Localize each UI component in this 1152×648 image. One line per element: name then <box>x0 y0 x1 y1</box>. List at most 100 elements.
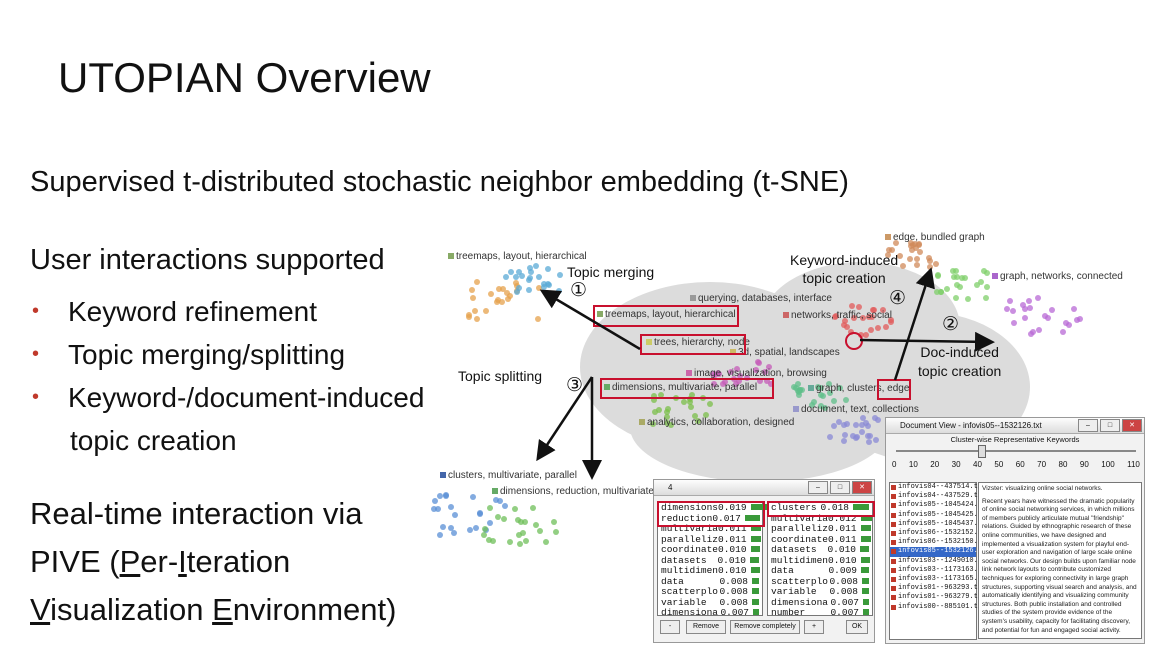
document-list-item[interactable]: infovis05--1045425.txt <box>890 511 990 520</box>
topic-label[interactable]: graph, networks, connected <box>992 271 1123 282</box>
minimize-button[interactable]: – <box>808 481 828 494</box>
document-list-item[interactable]: infovis00--885101.txt <box>890 603 986 612</box>
slide-title: UTOPIAN Overview <box>58 54 431 101</box>
topic-label[interactable]: treemaps, layout, hierarchical <box>448 251 587 262</box>
plus-button[interactable]: + <box>804 620 824 634</box>
realtime-line-3: Visualization Environment) <box>30 586 396 634</box>
topic-label[interactable]: treemaps, layout, hierarchical <box>597 309 736 320</box>
keyword-slider-handle[interactable] <box>978 445 986 458</box>
document-list-item[interactable]: infovis06--1532150.txt <box>890 538 990 547</box>
close-button[interactable]: ✕ <box>1122 419 1142 432</box>
embedding-point <box>913 262 920 269</box>
embedding-point <box>518 518 525 525</box>
topic-label[interactable]: clusters, multivariate, parallel <box>440 470 577 481</box>
embedding-point <box>866 433 873 440</box>
embedding-point <box>954 282 961 289</box>
weight-bar <box>752 588 759 594</box>
minus-button[interactable]: - <box>660 620 680 634</box>
keyword-word: scatterplo <box>661 586 719 597</box>
keyword-weight: 0.011 <box>828 523 857 534</box>
embedding-point <box>430 506 437 513</box>
window-titlebar: 4 – □ ✕ <box>654 480 874 496</box>
topic-label[interactable]: dimensions, multivariate, parallel <box>604 382 757 393</box>
embedding-point <box>532 521 539 528</box>
document-list-item[interactable]: infovis05--1045437.txt <box>890 520 990 529</box>
embedding-point <box>552 529 559 536</box>
document-list-item[interactable]: infovis03--1173163.txt <box>890 566 990 575</box>
keyword-weight: 0.007 <box>830 596 859 608</box>
embedding-point <box>1004 306 1011 313</box>
topic-label[interactable]: document, text, collections <box>793 404 919 415</box>
ok-button[interactable]: OK <box>846 620 868 634</box>
document-list-item[interactable]: infovis04--437514.txt <box>890 483 986 492</box>
arrow-split-left <box>536 376 594 462</box>
document-list-item[interactable]: infovis01--963279.txt <box>890 593 986 602</box>
document-list-item[interactable]: infovis06--1532152.txt <box>890 529 990 538</box>
topic-label[interactable]: trees, hierarchy, node <box>646 337 750 348</box>
remove-button[interactable]: Remove <box>686 620 726 634</box>
slider-tick: 110 <box>1127 460 1140 469</box>
topic-label[interactable]: edge, bundled graph <box>885 232 985 243</box>
close-button[interactable]: ✕ <box>852 481 872 494</box>
document-text: Vizster: visualizing online social netwo… <box>978 482 1142 639</box>
remove-completely-button[interactable]: Remove completely <box>730 620 800 634</box>
embedding-point <box>925 254 932 261</box>
document-list-item[interactable]: infovis05--1045424.txt <box>890 501 990 510</box>
text-span: er- <box>140 544 179 579</box>
document-list-item[interactable]: infovis03--1249010.txt <box>890 557 990 566</box>
slider-tick: 20 <box>930 460 940 469</box>
topic-label[interactable]: networks, traffic, social <box>783 310 892 321</box>
topic-label[interactable]: image, visualization, browsing <box>686 368 827 379</box>
embedding-point <box>527 264 534 271</box>
embedding-point <box>448 503 455 510</box>
realtime-note: Real-time interaction via PIVE (Per-Iter… <box>30 490 396 634</box>
arrow-merge <box>539 289 641 351</box>
topic-label[interactable]: graph, clusters, edge <box>808 383 909 394</box>
document-title: Vizster: visualizing online social netwo… <box>982 485 1103 492</box>
minimize-button[interactable]: – <box>1078 419 1098 432</box>
embedding-point <box>472 525 479 532</box>
topic-label[interactable]: dimensions, reduction, multivariate <box>492 486 654 497</box>
maximize-button[interactable]: □ <box>830 481 850 494</box>
slider-tick: 30 <box>951 460 961 469</box>
keyword-slider-track[interactable] <box>896 450 1136 452</box>
topic-label[interactable]: analytics, collaboration, designed <box>639 417 794 428</box>
embedding-point <box>515 517 522 524</box>
topic-label[interactable]: querying, databases, interface <box>690 293 832 304</box>
embedding-point <box>864 423 871 430</box>
keyword-word: data <box>661 575 684 587</box>
topic-label[interactable]: 3d, spatial, landscapes <box>730 347 840 358</box>
document-list-item[interactable]: infovis04--437529.txt <box>890 492 986 501</box>
embedding-point <box>863 419 870 426</box>
document-list-item[interactable]: infovis05--1532126.txt <box>890 547 990 557</box>
document-list-item[interactable]: infovis01--963293.txt <box>890 584 986 593</box>
embedding-point <box>950 273 957 280</box>
document-list-item[interactable]: infovis03--1173165.txt <box>890 575 990 584</box>
maximize-button[interactable]: □ <box>1100 419 1120 432</box>
